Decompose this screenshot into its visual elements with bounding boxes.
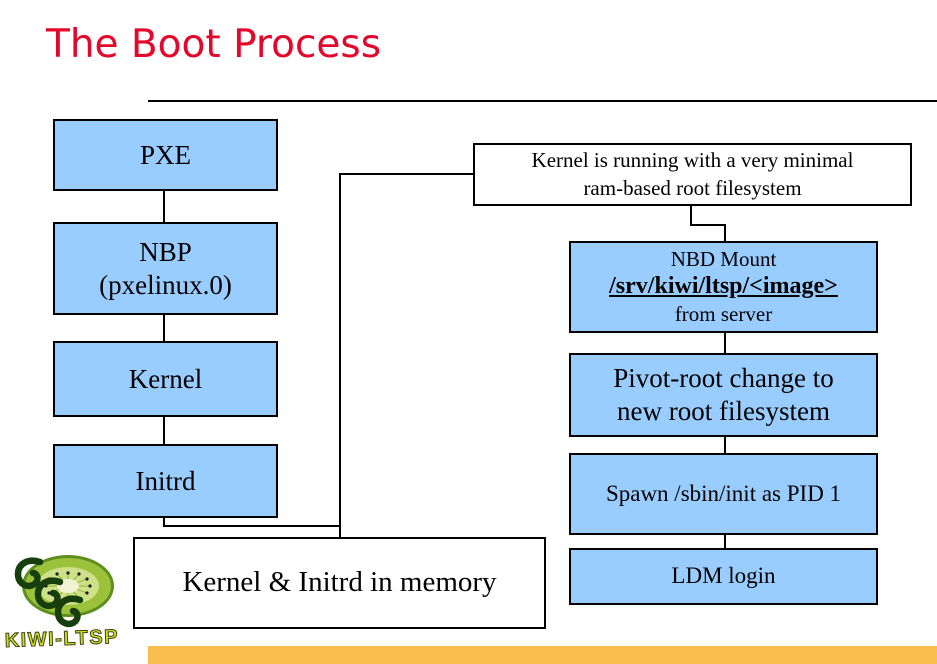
flow-box-nbp: NBP (pxelinux.0) <box>53 222 278 315</box>
flow-box-kernel-label: Kernel <box>128 363 203 394</box>
flow-box-ldm-login: LDM login <box>569 548 878 605</box>
header-rule <box>148 100 937 102</box>
flow-box-nbp-label-line2: (pxelinux.0) <box>99 269 232 300</box>
connector-pivot-spawn <box>724 437 726 453</box>
connector-initrd-drop <box>163 518 165 527</box>
flow-box-nbd-image-path: /srv/kiwi/ltsp/<image> <box>609 273 838 300</box>
flow-box-initrd: Initrd <box>53 444 278 518</box>
connector-info-nbd-jog <box>690 224 726 226</box>
connector-spawn-ldm <box>724 535 726 548</box>
flow-box-nbd-line1: NBD Mount <box>670 246 777 271</box>
flow-box-spawn-init: Spawn /sbin/init as PID 1 <box>569 453 878 535</box>
flow-box-memory: Kernel & Initrd in memory <box>133 537 546 629</box>
connector-info-memory-vertical <box>339 173 341 537</box>
flow-box-spawn-label: Spawn /sbin/init as PID 1 <box>605 480 842 506</box>
connector-kernel-initrd <box>163 417 165 444</box>
flow-box-nbd-mount: NBD Mount /srv/kiwi/ltsp/<image> from se… <box>569 241 878 333</box>
flow-box-pivot-line2: new root filesystem <box>617 396 830 426</box>
flow-box-ldm-label: LDM login <box>671 563 776 589</box>
flow-box-pivot-root: Pivot-root change to new root filesystem <box>569 353 878 437</box>
flow-box-nbd-line3: from server <box>674 301 773 326</box>
kiwi-logo-icon: KIWI-LTSP <box>4 555 120 652</box>
flow-box-nbp-label-line1: NBP <box>139 236 192 267</box>
page-title: The Boot Process <box>46 22 382 67</box>
connector-pxe-nbp <box>163 191 165 222</box>
logo-text: KIWI-LTSP <box>4 626 119 652</box>
connector-nbd-pivot <box>724 333 726 353</box>
connector-info-nbd-drop1 <box>690 206 692 226</box>
flow-box-pivot-line1: Pivot-root change to <box>613 363 834 394</box>
connector-nbp-kernel <box>163 315 165 341</box>
footer-bar <box>148 646 937 664</box>
connector-info-nbd-drop2 <box>724 224 726 241</box>
callout-kernel-running-line1: Kernel is running with a very minimal <box>531 148 854 173</box>
flow-box-pxe: PXE <box>53 119 278 191</box>
connector-info-horizontal <box>339 173 473 175</box>
callout-kernel-running-line2: ram-based root filesystem <box>583 175 802 200</box>
flow-box-initrd-label: Initrd <box>135 465 196 496</box>
flow-box-memory-label: Kernel & Initrd in memory <box>182 566 497 599</box>
callout-kernel-running: Kernel is running with a very minimal ra… <box>473 143 912 206</box>
flow-box-kernel: Kernel <box>53 341 278 417</box>
flow-box-pxe-label: PXE <box>139 139 191 170</box>
connector-initrd-horizontal <box>163 525 341 527</box>
